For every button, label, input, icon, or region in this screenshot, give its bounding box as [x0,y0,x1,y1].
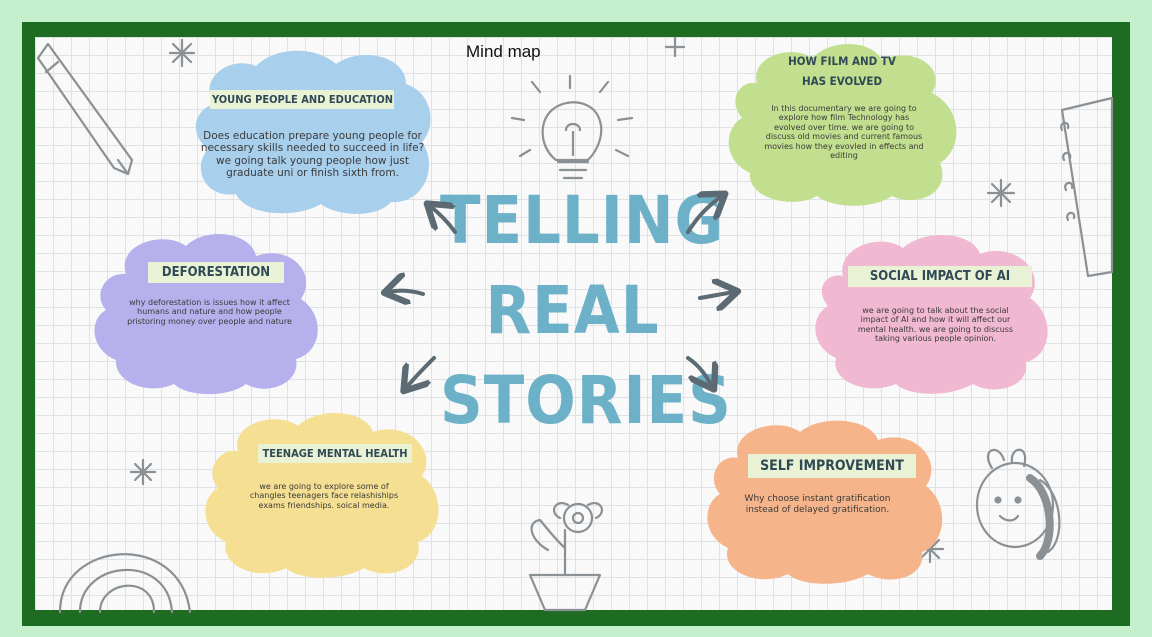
topic-self-improvement: SELF IMPROVEMENT Why choose instant grat… [700,414,950,586]
sparkle-icon [986,178,1016,208]
topic-description: we are going to talk about the social im… [857,306,1014,344]
topic-teenage-mental-health: TEENAGE MENTAL HEALTH we are going to ex… [198,406,444,581]
arrow-to-self-improvement [686,356,712,386]
topic-description: why deforestation is issues how it affec… [127,298,292,326]
pencil-icon [36,42,134,176]
sparkle-icon [129,458,157,486]
topic-description: In this documentary we are going to expl… [764,104,924,161]
notebook-icon [1060,96,1114,278]
topic-heading-line1: HOW FILM AND TV [788,54,896,68]
topic-description: Does education prepare young people for … [200,130,425,180]
rainbow-icon [58,553,192,614]
lightbulb-icon [510,74,634,180]
topic-heading: SELF IMPROVEMENT [748,454,916,478]
title-line-1: TELLING [440,182,725,259]
arrow-to-teen-mental [406,356,436,388]
topic-young-people-education: YOUNG PEOPLE AND EDUCATION Does educatio… [186,44,436,214]
topic-heading-line2: HAS EVOLVED [801,74,883,88]
arrow-to-film-tv [686,196,722,234]
flower-pot-icon [528,502,603,612]
sparkle-icon [664,36,686,58]
topic-heading: SOCIAL IMPACT OF AI [848,266,1032,287]
topic-description: Why choose instant gratification instead… [744,494,891,515]
mind-map-label: Mind map [466,42,541,61]
title-line-3: STORIES [440,362,732,439]
topic-description: we are going to explore some of changles… [249,482,399,510]
sparkle-icon [168,38,196,68]
topic-social-impact-ai: SOCIAL IMPACT OF AI we are going to talk… [808,226,1053,394]
topic-heading: TEENAGE MENTAL HEALTH [258,444,412,463]
topic-heading: YOUNG PEOPLE AND EDUCATION [210,90,394,109]
arrow-to-young-people [430,206,457,234]
arrow-to-social-ai [698,292,734,298]
central-title: TELLING REAL STORIES [440,176,732,446]
bee-icon [975,448,1061,560]
cloud-shape [728,43,957,206]
topic-film-tv-evolved: HOW FILM AND TV HAS EVOLVED In this docu… [722,38,962,208]
arrow-to-deforestation [388,291,425,294]
topic-heading: DEFORESTATION [148,262,284,283]
title-line-2: REAL [485,272,660,349]
topic-deforestation: DEFORESTATION why deforestation is issue… [86,224,324,395]
sparkle-icon [915,534,945,564]
